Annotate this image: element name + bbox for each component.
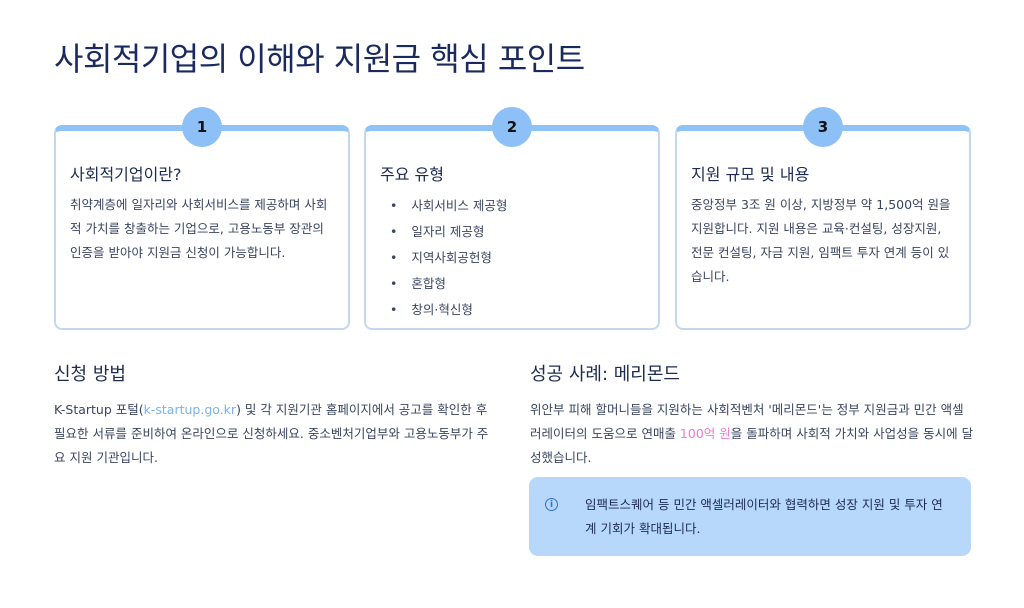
card-heading: 사회적기업이란? [70,165,182,184]
card-support-scale: 3 지원 규모 및 내용 중앙정부 3조 원 이상, 지방정부 약 1,500억… [675,107,971,330]
list-item: 혼합형 [390,271,644,297]
type-list: 사회서비스 제공형 일자리 제공형 지역사회공헌형 혼합형 창의·혁신형 [380,193,644,323]
step-badge: 3 [803,107,843,147]
card-body: 중앙정부 3조 원 이상, 지방정부 약 1,500억 원을 지원합니다. 지원… [691,197,951,284]
info-icon: i [545,498,558,511]
list-item: 사회서비스 제공형 [390,193,644,219]
step-badge: 2 [492,107,532,147]
step-badge: 1 [182,107,222,147]
case-heading: 성공 사례: 메리몬드 [530,364,680,385]
page-title: 사회적기업의 이해와 지원금 핵심 포인트 [54,40,585,78]
card-heading: 지원 규모 및 내용 [691,165,810,184]
info-text: 임팩트스퀘어 등 민간 액셀러레이터와 협력하면 성장 지원 및 투자 연계 기… [585,497,943,536]
card-body: 취약계층에 일자리와 사회서비스를 제공하며 사회적 가치를 창출하는 기업으로… [70,197,328,260]
card-main-types: 2 주요 유형 사회서비스 제공형 일자리 제공형 지역사회공헌형 혼합형 창의… [364,107,660,330]
list-item: 지역사회공헌형 [390,245,644,271]
list-item: 창의·혁신형 [390,297,644,323]
card-social-enterprise: 1 사회적기업이란? 취약계층에 일자리와 사회서비스를 제공하며 사회적 가치… [54,107,350,330]
list-item: 일자리 제공형 [390,219,644,245]
info-callout: i 임팩트스퀘어 등 민간 액셀러레이터와 협력하면 성장 지원 및 투자 연계… [529,477,971,556]
case-text-post: 을 돌파하며 사회적 가치와 사업성을 동시에 달성했습니다. [530,426,974,465]
apply-text-post: ) 및 각 지원기관 홈페이지에서 공고를 확인한 후 필요한 서류를 준비하여… [54,402,489,465]
k-startup-link[interactable]: k-startup.go.kr [143,402,237,417]
apply-text-pre: K-Startup 포털( [54,402,144,417]
case-text: 위안부 피해 할머니들을 지원하는 사회적벤처 '메리몬드'는 정부 지원금과 … [530,398,974,470]
case-text-pre: 위안부 피해 할머니들을 지원하는 사회적벤처 '메리몬드'는 정부 지원금과 … [530,402,964,441]
revenue-highlight: 100억 원 [679,426,731,441]
apply-text: K-Startup 포털(k-startup.go.kr) 및 각 지원기관 홈… [54,398,498,470]
apply-heading: 신청 방법 [54,364,126,385]
card-heading: 주요 유형 [380,165,444,184]
